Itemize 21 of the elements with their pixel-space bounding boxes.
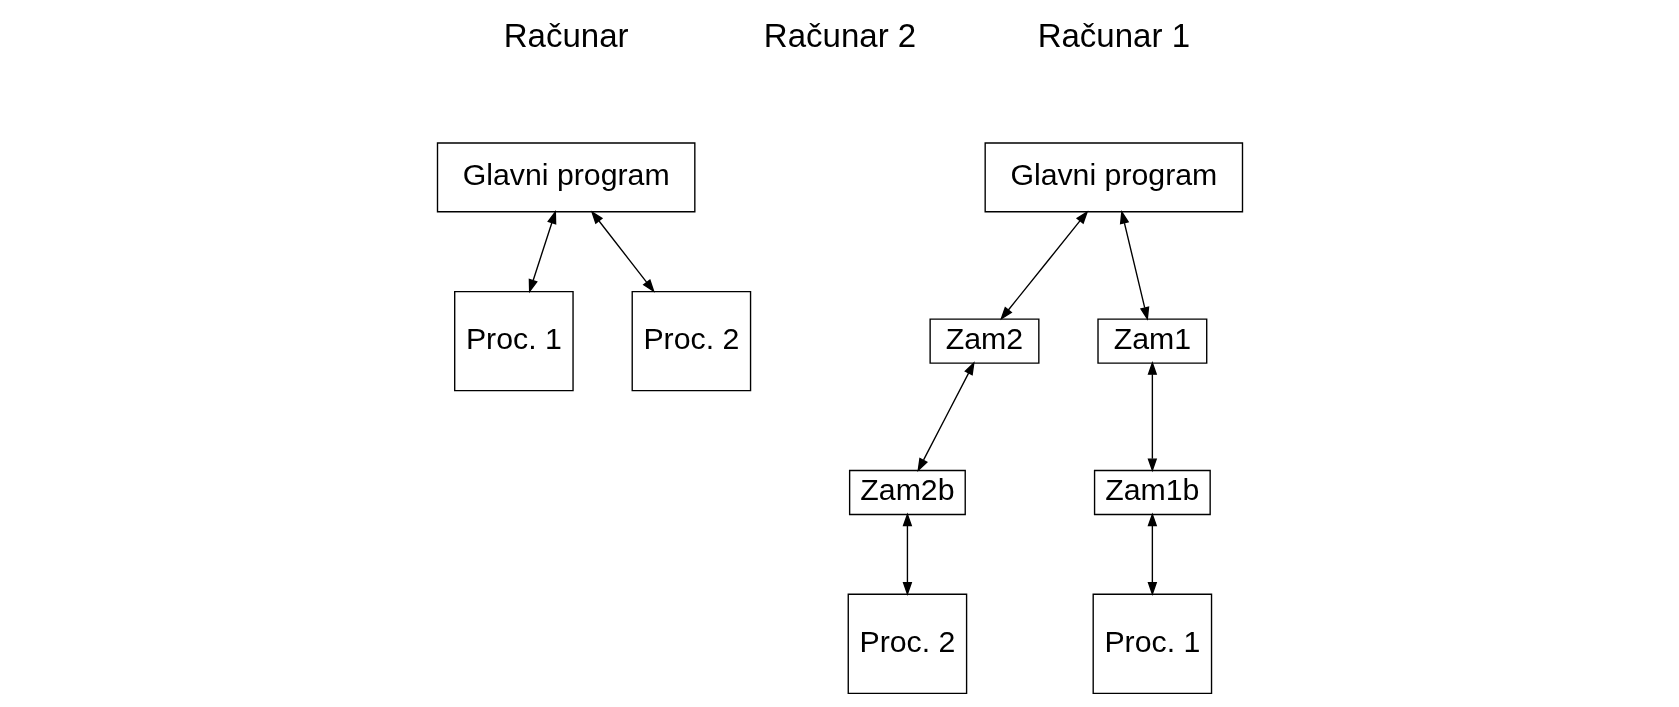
node-box: Proc. 2 (847, 593, 967, 695)
node-box: Proc. 1 (453, 290, 574, 392)
arrow (902, 512, 912, 596)
arrow (528, 210, 556, 294)
arrow (1147, 512, 1157, 596)
label: Računar (503, 16, 629, 54)
node-box: Zam2b (848, 469, 966, 516)
node-box: Proc. 1 (1092, 593, 1212, 695)
node-box: Zam1 (1096, 318, 1207, 364)
node-box: Zam1b (1093, 469, 1211, 516)
arrow (916, 361, 975, 472)
arrow (590, 210, 655, 293)
node-box: Glavni program (983, 142, 1243, 213)
arrow (1119, 210, 1149, 321)
arrow (1147, 361, 1157, 473)
node-box: Glavni program (436, 142, 696, 213)
arrow (999, 210, 1088, 321)
label: Računar 2 (763, 16, 916, 54)
node-box: Proc. 2 (631, 290, 751, 392)
node-box: Zam2 (928, 318, 1040, 364)
label: Računar 1 (1037, 16, 1190, 54)
